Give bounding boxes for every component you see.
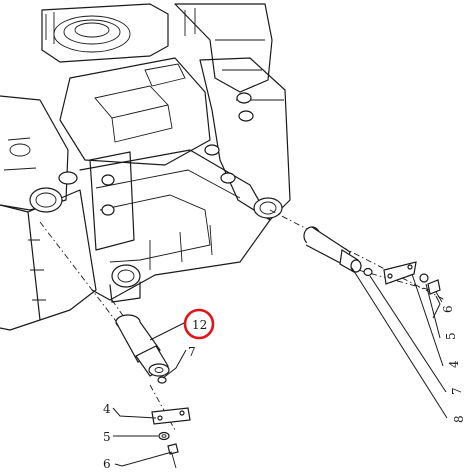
callout-4-right: 4 <box>447 360 461 368</box>
callout-labels: 12 7 4 5 6 6 5 4 7 8 <box>103 305 466 471</box>
washer-7-left <box>157 376 167 384</box>
callout-6-right: 6 <box>441 305 455 313</box>
lock-plate-4-right <box>383 261 417 285</box>
bolt-6-right <box>427 279 443 303</box>
axle-housing <box>0 3 291 331</box>
callout-4-left: 4 <box>103 402 111 416</box>
callout-7-right: 7 <box>450 387 464 395</box>
washer-5-left <box>158 431 170 441</box>
callout-12: 12 <box>192 318 207 332</box>
assembly-axis-lines <box>39 209 446 431</box>
callout-5-left: 5 <box>103 430 111 444</box>
washer-7-right <box>363 267 373 277</box>
pin-12 <box>115 314 170 377</box>
leader-lines <box>112 267 448 467</box>
callout-8: 8 <box>452 415 466 423</box>
highlight-circle <box>183 308 215 340</box>
bolt-6-left <box>167 443 179 469</box>
lock-plate-4-left <box>151 407 191 425</box>
washer-5-right <box>419 273 429 283</box>
callout-5-right: 5 <box>444 332 458 340</box>
pin-8 <box>303 226 362 273</box>
callout-6-left: 6 <box>103 457 111 471</box>
callout-7-left: 7 <box>188 345 196 359</box>
